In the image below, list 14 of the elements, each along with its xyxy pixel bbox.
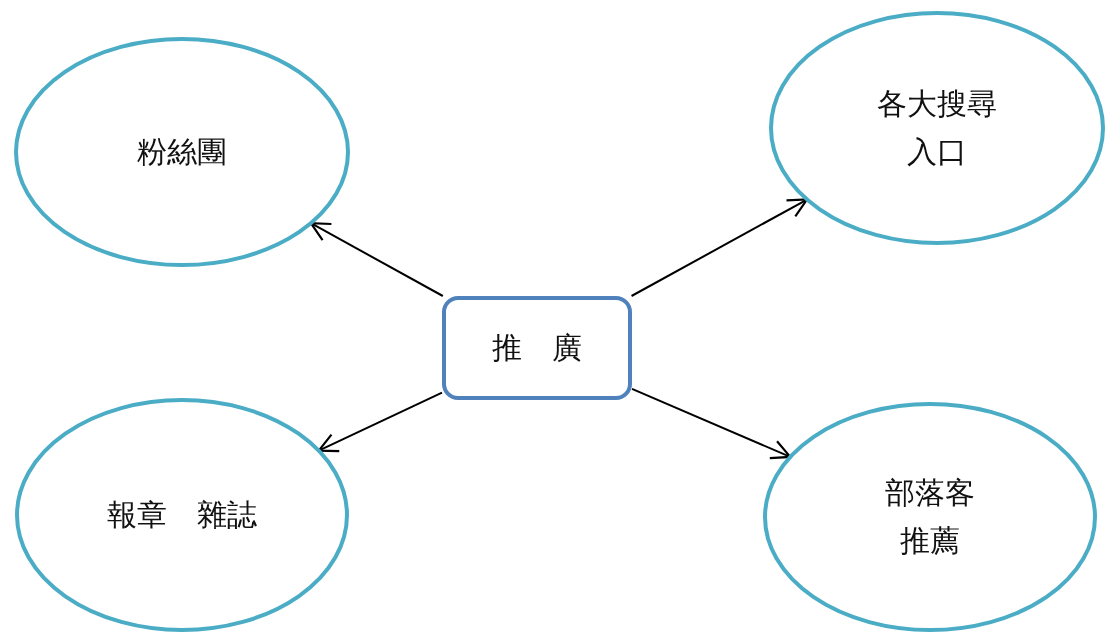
topic-ellipse bbox=[763, 402, 1097, 632]
center-box bbox=[442, 296, 632, 400]
arrow bbox=[309, 222, 444, 297]
arrow bbox=[630, 198, 809, 297]
topic-ellipse bbox=[769, 11, 1105, 245]
topic-ellipse bbox=[15, 398, 349, 632]
topic-label: 推 廣 bbox=[491, 330, 583, 366]
topic-label: 部落客推薦 bbox=[884, 475, 976, 559]
arrow bbox=[631, 387, 792, 460]
arrow bbox=[317, 391, 443, 453]
topic-label: 粉絲團 bbox=[136, 134, 228, 170]
topic-ellipse bbox=[14, 37, 350, 267]
topic-label: 報章 雜誌 bbox=[106, 497, 258, 533]
topic-label: 各大搜尋入口 bbox=[876, 86, 998, 170]
